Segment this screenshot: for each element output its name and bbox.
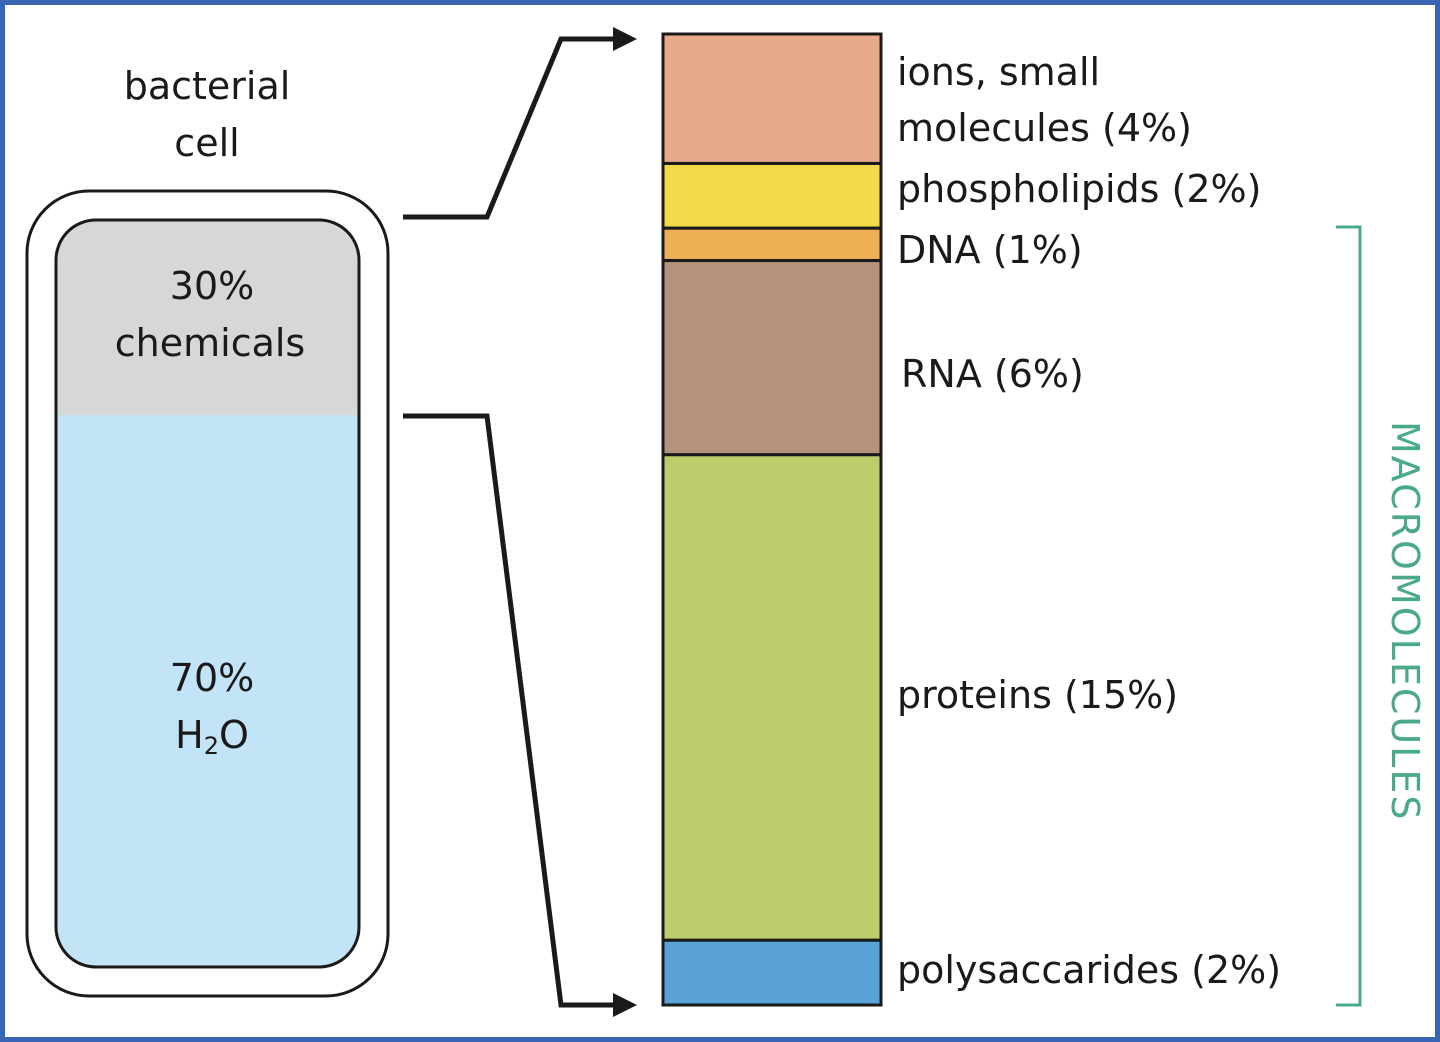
- cell-title-line1: bacterial: [123, 64, 291, 108]
- segment-proteins: [661, 453, 883, 942]
- label-proteins: proteins (15%): [897, 673, 1179, 717]
- diagram-canvas: [25, 27, 1362, 1017]
- label-ions-line1: ions, small: [897, 50, 1101, 94]
- water-subscript: 2: [203, 732, 219, 760]
- segment-ions: [661, 32, 883, 165]
- segment-rna: [661, 259, 883, 457]
- label-rna: RNA (6%): [901, 352, 1084, 396]
- chemicals-fill: [56, 220, 359, 415]
- segment-dna: [661, 226, 883, 263]
- label-ions-line2: molecules (4%): [897, 106, 1192, 150]
- label-polysaccarides: polysaccarides (2%): [897, 948, 1282, 992]
- chemicals-percent: 30%: [169, 264, 255, 308]
- macromolecules-label: MACROMOLECULES: [1383, 421, 1427, 822]
- connector-top: [403, 36, 627, 220]
- chemicals-label: chemicals: [114, 321, 306, 365]
- water-o: O: [218, 713, 249, 757]
- composition-stack: [661, 32, 883, 1007]
- arrowhead-bottom: [613, 993, 637, 1017]
- cell-inner-wall: [54, 218, 361, 969]
- segment-phospholipids: [661, 161, 883, 230]
- label-phospholipids: phospholipids (2%): [897, 167, 1262, 211]
- macromolecules-bracket: [1336, 225, 1362, 1007]
- connector-bottom: [403, 413, 627, 1008]
- water-h: H: [175, 713, 204, 757]
- water-formula: H2O: [175, 713, 249, 758]
- cell-title-line2: cell: [174, 121, 240, 165]
- water-percent: 70%: [169, 656, 255, 700]
- label-dna: DNA (1%): [897, 228, 1083, 272]
- arrowhead-top: [613, 27, 637, 51]
- segment-polysaccarides: [661, 938, 883, 1007]
